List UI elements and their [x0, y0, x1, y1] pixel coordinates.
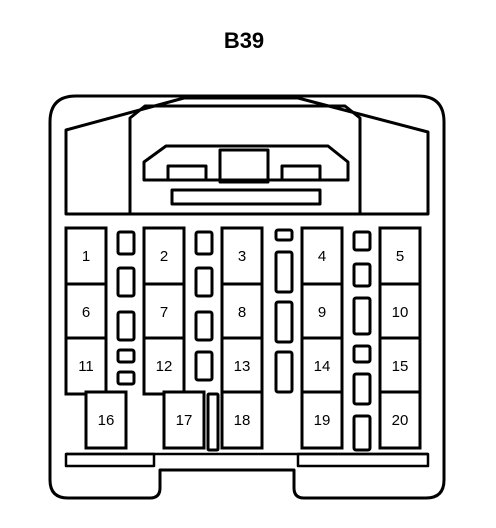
connector-latch-bar [170, 188, 322, 206]
pin-number: 10 [392, 304, 409, 321]
pin-number: 12 [156, 358, 173, 375]
pin-cell: 13 [220, 336, 264, 396]
connector-latch-slot-right [280, 164, 322, 182]
pin-cell: 12 [142, 336, 186, 396]
pin-number: 8 [238, 304, 246, 321]
pin-number: 20 [392, 412, 409, 429]
aux-cavity [352, 296, 372, 336]
pin-cavity [142, 336, 186, 396]
pin-cell: 5 [378, 226, 422, 286]
pin-number: 17 [176, 412, 193, 429]
pin-number: 15 [392, 358, 409, 375]
pin-cavity [142, 226, 186, 286]
pin-cavity [300, 336, 344, 396]
pin-number: 4 [318, 248, 326, 265]
connector-title: B39 [223, 28, 265, 53]
pin-number: 18 [234, 412, 251, 429]
pin-cell: 20 [378, 390, 422, 450]
pin-cavity [220, 226, 264, 286]
aux-cavity [194, 230, 214, 256]
connector-housing-outline [48, 94, 446, 500]
connector-latch-slot-left [166, 164, 208, 182]
pin-cell: 8 [220, 282, 264, 342]
aux-cavity [274, 228, 294, 242]
pin-cell: 18 [220, 390, 264, 450]
pin-number: 13 [234, 358, 251, 375]
aux-cavity [116, 230, 136, 256]
connector-latch-outline [128, 104, 362, 214]
pin-number: 11 [78, 358, 94, 375]
pin-cell: 17 [162, 390, 206, 450]
aux-cavity [194, 350, 214, 382]
pin-number: 1 [82, 248, 90, 265]
pin-number: 5 [396, 248, 404, 265]
aux-cavity [352, 262, 372, 288]
pin-cell: 4 [300, 226, 344, 286]
pin-number: 6 [82, 304, 90, 321]
connector-upper-cavity [64, 96, 430, 216]
pin-number: 3 [238, 248, 246, 265]
aux-cavity [194, 310, 214, 342]
pin-cell: 6 [64, 282, 108, 342]
pin-cell: 10 [378, 282, 422, 342]
aux-cavity [116, 370, 136, 386]
pin-cavity [84, 390, 128, 450]
pin-number: 9 [318, 304, 326, 321]
aux-cavity [206, 392, 220, 452]
aux-cavity [116, 266, 136, 298]
pin-cavity [64, 336, 108, 396]
connector-lower-frame [64, 452, 430, 468]
aux-cavity [352, 230, 372, 252]
aux-cavity [352, 344, 372, 364]
pin-cavity [162, 390, 206, 450]
connector-latch-ramp [142, 144, 350, 182]
pin-cavity [378, 390, 422, 450]
pin-cell: 3 [220, 226, 264, 286]
aux-cavity [116, 310, 136, 342]
pin-cell: 9 [300, 282, 344, 342]
aux-cavity [116, 348, 136, 364]
pin-number: 19 [314, 412, 331, 429]
aux-cavity [274, 250, 294, 294]
aux-cavity [274, 350, 294, 394]
pin-cell: 19 [300, 390, 344, 450]
aux-cavity [352, 414, 372, 452]
pin-cell: 2 [142, 226, 186, 286]
pin-number: 7 [160, 304, 168, 321]
pin-cell: 14 [300, 336, 344, 396]
pin-cell: 1 [64, 226, 108, 286]
pin-cell: 7 [142, 282, 186, 342]
aux-cavities [116, 228, 372, 452]
pin-cavity [220, 390, 264, 450]
pin-number: 2 [160, 248, 168, 265]
connector-latch-tab [218, 148, 270, 184]
pin-cell: 11 [64, 336, 108, 396]
pin-number: 14 [314, 358, 331, 375]
aux-cavity [194, 266, 214, 298]
pin-cavity [300, 390, 344, 450]
pin-cell: 16 [84, 390, 128, 450]
pin-cavity [220, 336, 264, 396]
aux-cavity [274, 300, 294, 344]
pin-cell: 15 [378, 336, 422, 396]
pin-number: 16 [98, 412, 115, 429]
aux-cavity [352, 372, 372, 406]
